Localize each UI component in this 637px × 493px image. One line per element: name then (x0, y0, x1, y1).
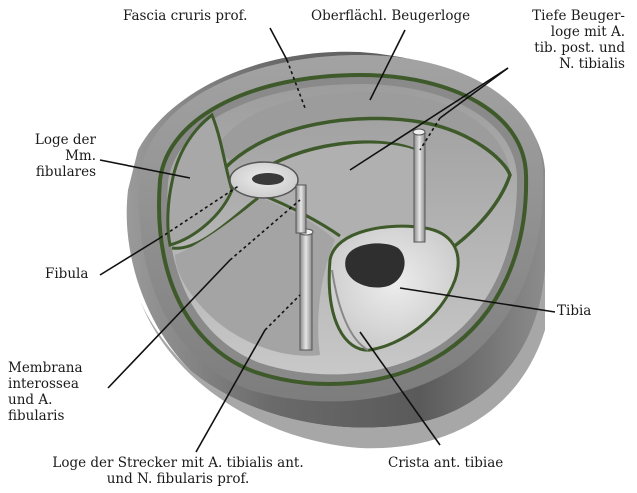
label-membrana-line4: fibularis (8, 408, 83, 424)
fibula-marrow (252, 173, 284, 185)
fibular-vessel (296, 185, 306, 233)
tibial-posterior-vessel (414, 132, 425, 242)
label-crista-ant-tibiae: Crista ant. tibiae (388, 455, 503, 471)
label-tiefe-line2: loge mit A. (532, 24, 625, 40)
label-loge-fib-line2: Mm. (35, 148, 96, 164)
label-membrana-line3: und A. (8, 392, 83, 408)
label-tiefe-beugerloge: Tiefe Beuger- loge mit A. tib. post. und… (532, 8, 625, 72)
label-strecker-line1: Loge der Strecker mit A. tibialis ant. (8, 455, 348, 471)
label-loge-strecker: Loge der Strecker mit A. tibialis ant. u… (8, 455, 348, 487)
tibial-anterior-vessel (300, 232, 312, 350)
label-loge-fibulares: Loge der Mm. fibulares (35, 132, 96, 180)
label-strecker-line2: und N. fibularis prof. (8, 471, 348, 487)
label-loge-fib-line1: Loge der (35, 132, 96, 148)
tibial-posterior-vessel-top (413, 129, 425, 135)
label-tiefe-line1: Tiefe Beuger- (532, 8, 625, 24)
label-tibia: Tibia (557, 303, 591, 319)
label-fascia-cruris: Fascia cruris prof. (123, 8, 247, 24)
label-membrana-line2: interossea (8, 376, 83, 392)
label-tiefe-line4: N. tibialis (532, 56, 625, 72)
label-loge-fib-line3: fibulares (35, 164, 96, 180)
label-tiefe-line3: tib. post. und (532, 40, 625, 56)
label-membrana-interossea: Membrana interossea und A. fibularis (8, 360, 83, 424)
label-fibula: Fibula (45, 266, 88, 282)
label-membrana-line1: Membrana (8, 360, 83, 376)
leader-fascia (270, 28, 287, 60)
label-oberflaechl-beugerloge: Oberflächl. Beugerloge (311, 8, 470, 24)
